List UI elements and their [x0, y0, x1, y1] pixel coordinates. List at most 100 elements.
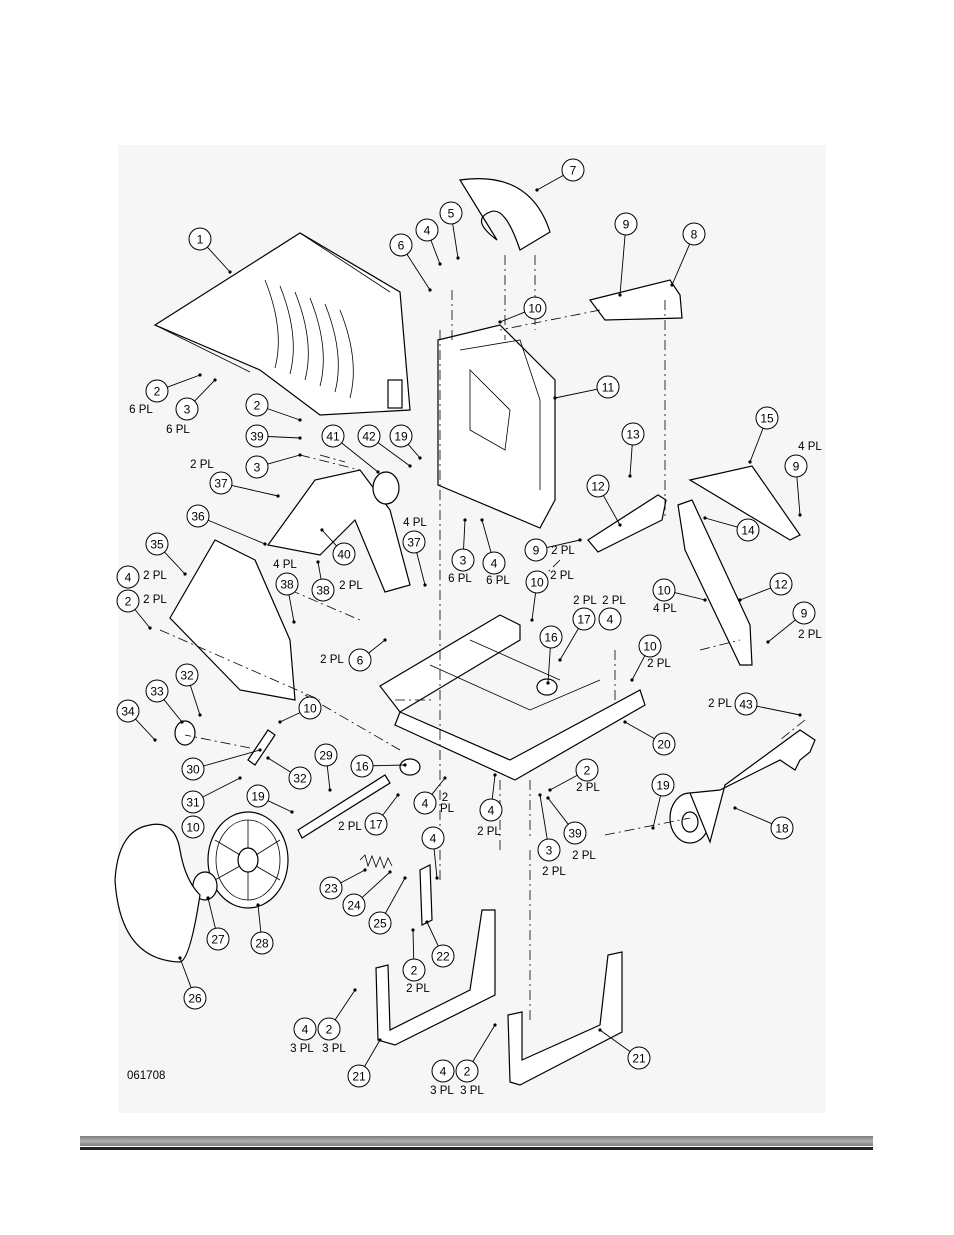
leader-arrow: [651, 826, 655, 830]
callout-number: 3: [460, 554, 467, 568]
callout-circle: [455, 1059, 479, 1083]
callout-number: 5: [448, 207, 455, 221]
guard-part: [266, 469, 411, 593]
callout-circle: [298, 696, 322, 720]
callout-circle: [181, 757, 205, 781]
callout-leader: [202, 777, 241, 798]
part-callout: 2: [145, 379, 169, 403]
callout-circle: [317, 1017, 341, 1041]
callout-number: 10: [530, 576, 544, 590]
quantity-label: 2 PL: [190, 459, 214, 471]
callout-leader: [135, 718, 156, 741]
leader-arrow: [408, 464, 412, 468]
part-callout: 26: [183, 986, 207, 1010]
callout-number: 31: [186, 796, 200, 810]
part-callout: 4: [598, 607, 622, 631]
part-callout: 17: [572, 607, 596, 631]
callout-circle: [116, 589, 140, 613]
leader-arrow: [178, 956, 182, 960]
callout-number: 11: [602, 381, 615, 395]
callout-leader: [539, 794, 548, 840]
callout-number: 34: [121, 705, 135, 719]
part-callout: 10: [652, 578, 676, 602]
part-callout: 2: [317, 1017, 341, 1041]
callout-number: 27: [211, 933, 225, 947]
leader-arrow: [493, 773, 497, 777]
callout-number: 2: [411, 964, 418, 978]
quantity-label: 4 PL: [403, 517, 427, 529]
callout-number: 15: [760, 412, 774, 426]
part-callout: 10: [523, 296, 547, 320]
callout-leader: [739, 587, 771, 601]
callout-circle: [431, 944, 455, 968]
callout-leader: [426, 921, 439, 947]
hopper-part: [153, 232, 411, 416]
callout-circle: [145, 679, 169, 703]
callout-number: 39: [568, 827, 582, 841]
leader-arrow: [383, 638, 387, 642]
leader-arrow: [423, 583, 427, 587]
callout-number: 3: [546, 844, 553, 858]
callout-circle: [421, 826, 445, 850]
leader-arrow: [153, 738, 157, 742]
callout-leader: [341, 442, 379, 473]
part-callout: 32: [175, 663, 199, 687]
leader-arrow: [553, 396, 557, 400]
quantity-label: 2 PL: [576, 782, 600, 794]
leader-arrow: [480, 518, 484, 522]
callout-circle: [523, 296, 547, 320]
callout-circle: [311, 578, 335, 602]
quantity-label: 6 PL: [486, 575, 510, 587]
callout-number: 40: [337, 548, 351, 562]
callout-circle: [598, 607, 622, 631]
part-callout: 10: [298, 696, 322, 720]
part-callout: 16: [350, 754, 374, 778]
callout-number: 10: [643, 640, 657, 654]
callout-leader: [631, 655, 646, 681]
callout-circle: [181, 790, 205, 814]
part-callout: 13: [621, 422, 645, 446]
callout-circle: [770, 816, 794, 840]
callout-number: 38: [316, 584, 330, 598]
callout-circle: [539, 625, 563, 649]
leader-arrow: [578, 538, 582, 542]
quantity-label: 2 PL: [708, 698, 732, 710]
callout-circle: [614, 212, 638, 236]
callout-leader: [433, 848, 438, 879]
leader-arrow: [538, 793, 542, 797]
parts-artwork: [114, 178, 816, 1086]
callout-circle: [389, 233, 413, 257]
leader-arrow: [403, 876, 407, 880]
callout-circle: [586, 474, 610, 498]
callout-leader: [368, 639, 386, 654]
callout-leader: [279, 712, 301, 723]
callout-circle: [413, 791, 437, 815]
callout-leader: [431, 777, 446, 795]
leader-arrow: [328, 788, 332, 792]
part-callout: 2: [402, 958, 426, 982]
callout-number: 17: [369, 818, 383, 832]
callout-leader: [603, 495, 621, 526]
callout-leader: [407, 444, 421, 459]
callout-circle: [621, 422, 645, 446]
quantity-label: 6 PL: [448, 573, 472, 585]
callout-circle: [482, 551, 506, 575]
part-callout: 28: [250, 931, 274, 955]
callout-number: 10: [186, 821, 200, 835]
leader-arrow: [418, 456, 422, 460]
callout-leader: [179, 957, 192, 988]
quantity-labels-layer: 6 PL6 PL2 PL4 PL2 PL4 PL2 PL2 PL2 PL6 PL…: [129, 404, 822, 1097]
callout-leader: [499, 311, 525, 323]
callout-number: 32: [293, 772, 307, 786]
part-callout: 20: [652, 732, 676, 756]
part-callout: 31: [181, 790, 205, 814]
callout-number: 1: [197, 233, 204, 247]
callout-circle: [652, 578, 676, 602]
leader-arrow: [238, 776, 242, 780]
callout-leader: [364, 1039, 381, 1067]
callout-number: 14: [741, 524, 755, 538]
callout-leader: [531, 592, 537, 621]
leader-arrow: [546, 681, 550, 685]
leader-arrow: [363, 868, 367, 872]
callout-leader: [207, 519, 266, 545]
